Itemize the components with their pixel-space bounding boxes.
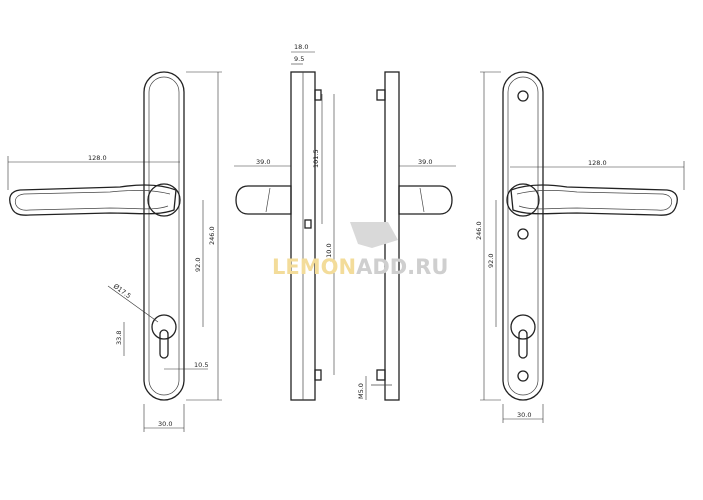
dim-screw-dia: M5.0 xyxy=(357,383,365,399)
lever-rose xyxy=(147,183,181,217)
cylinder-hole-right xyxy=(510,314,536,340)
dim-plate-width: 30.0 xyxy=(158,420,172,428)
dim-plate-width-right: 30.0 xyxy=(517,411,531,419)
cylinder-hole xyxy=(151,314,177,340)
backplate-outline xyxy=(143,71,185,401)
dim-plate-edge: 10.5 xyxy=(194,361,208,369)
dim-spindle-cylinder-right: 92.0 xyxy=(487,254,495,268)
cylinder-slot-right xyxy=(518,329,528,359)
side-view-left: 18.0 9.5 39.0 101.5 210.0 xyxy=(234,43,335,401)
watermark-text: LEMONADD.RU xyxy=(272,255,448,279)
backplate-inner-outline-right xyxy=(507,76,539,396)
fixing-hole-bottom xyxy=(517,370,529,382)
dim-leader-cylinder-dia xyxy=(107,285,159,323)
fixing-boss-top-right xyxy=(376,89,386,101)
dim-lever-projection-right: 39.0 xyxy=(418,158,432,166)
dim-spindle-cylinder: 92.0 xyxy=(194,258,202,272)
fixing-boss-bottom xyxy=(314,369,322,381)
watermark: LEMONADD.RU xyxy=(272,222,448,279)
backplate-outline-right xyxy=(502,71,544,401)
fixing-hole-mid xyxy=(517,228,529,240)
dim-lever-length-right: 128.0 xyxy=(588,159,607,167)
front-view-right: 128.0 246.0 92.0 30.0 xyxy=(475,71,685,423)
watermark-text-part2: ADD.RU xyxy=(356,255,448,279)
dim-depth-total: 18.0 xyxy=(294,43,308,51)
backplate-inner-outline xyxy=(148,76,180,396)
lever-handle-inner xyxy=(14,190,171,211)
side-lever xyxy=(235,185,292,215)
lever-handle xyxy=(9,184,177,216)
side-lever-detail xyxy=(265,187,271,213)
dim-lever-length: 128.0 xyxy=(88,154,107,162)
lever-rose-right xyxy=(506,183,540,217)
fixing-hole-top xyxy=(517,90,529,102)
dim-fixing-pitch: 210.0 xyxy=(325,243,333,262)
watermark-text-part1: LEMON xyxy=(272,255,356,279)
dim-cylinder-slot: 33.8 xyxy=(115,331,123,345)
dim-depth-step: 9.5 xyxy=(294,55,304,63)
fixing-boss-top xyxy=(314,89,322,101)
cylinder-slot xyxy=(159,329,169,359)
side-lever-detail-right xyxy=(419,187,425,213)
fixing-boss-bottom-right xyxy=(376,369,386,381)
lever-handle-right xyxy=(510,184,678,216)
front-view-left: 128.0 246.0 92.0 Ø17.5 33.8 10.5 30.0 xyxy=(7,71,222,432)
dim-plate-length-right: 246.0 xyxy=(475,221,483,240)
side-lever-right xyxy=(398,185,453,215)
fixing-boss-mid xyxy=(304,219,312,229)
dim-lever-projection: 39.0 xyxy=(256,158,270,166)
dim-plate-length: 246.0 xyxy=(208,226,216,245)
watermark-hand-icon xyxy=(350,222,398,248)
lever-handle-right-inner xyxy=(516,190,673,211)
dim-fixing-upper: 101.5 xyxy=(312,149,320,168)
